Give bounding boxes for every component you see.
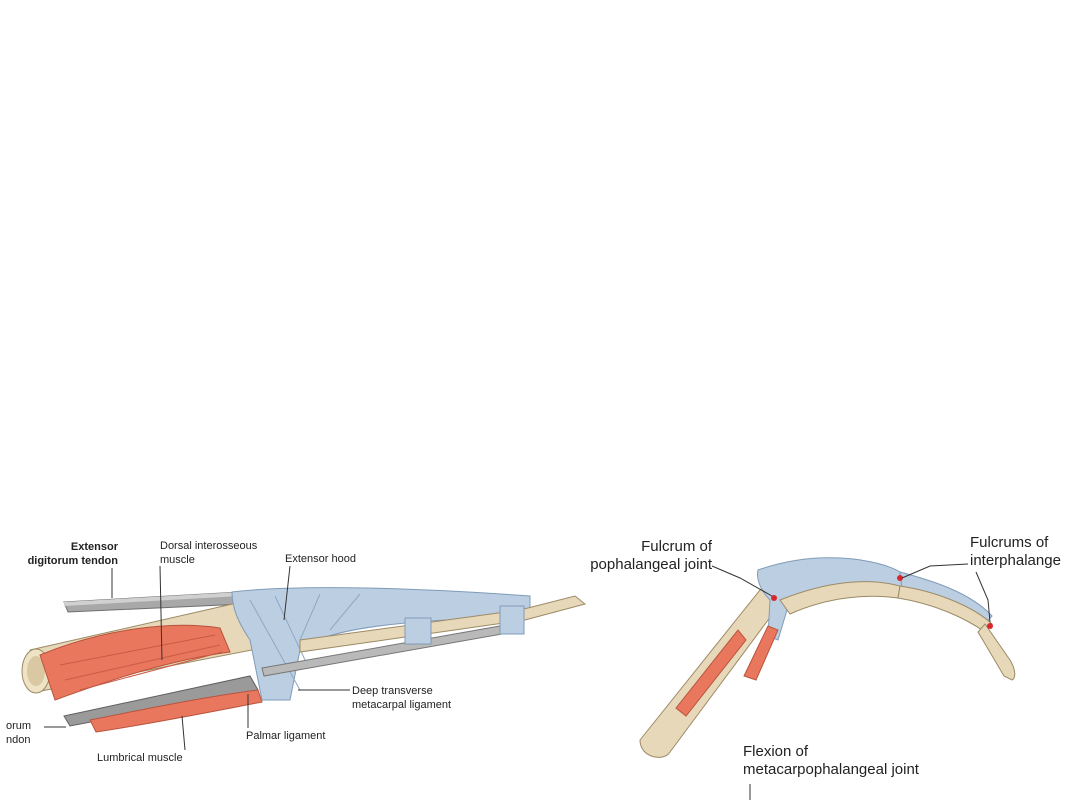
label-fulcrums-line1: Fulcrums of xyxy=(970,534,1049,551)
label-fulcrums-interphalangeal: Fulcrums of interphalange xyxy=(970,534,1078,570)
label-extensor-line1: Extensor xyxy=(70,541,118,553)
left-leader-lines xyxy=(44,565,350,751)
label-extensor-digitorum-tendon: Extensor digitorum tendon xyxy=(10,540,118,568)
right-leader-lines xyxy=(711,563,991,800)
fulcrum-point-pip xyxy=(897,575,903,581)
dorsal-interosseous-muscle-graphic xyxy=(39,624,231,701)
label-flexion-line2: metacarpophalangeal joint xyxy=(743,761,919,778)
label-flexion-mcp-joint: Flexion of metacarpophalangeal joint xyxy=(743,743,919,779)
label-deep-line1: Deep transverse xyxy=(352,685,433,697)
label-flexor-line1: orum xyxy=(6,720,32,732)
label-flexion-line1: Flexion of xyxy=(743,743,809,760)
annular-bands-graphic xyxy=(404,605,525,645)
flexor-tendon-graphic xyxy=(63,675,263,733)
flexed-finger-illustration xyxy=(639,557,1016,758)
label-palmar-ligament: Palmar ligament xyxy=(246,730,326,742)
label-deep-line2: metacarpal ligament xyxy=(352,699,452,711)
label-extensor-line2: digitorum tendon xyxy=(27,555,118,567)
label-extensor-hood: Extensor hood xyxy=(285,553,356,565)
label-deep-transverse-metacarpal-ligament: Deep transverse metacarpal ligament xyxy=(352,684,451,712)
label-fulcrum-mcp-joint: Fulcrum of pophalangeal joint xyxy=(586,538,712,574)
fulcrum-point-dip xyxy=(987,623,993,629)
label-lumbrical-muscle: Lumbrical muscle xyxy=(97,752,183,764)
label-fulcrums-line2: interphalange xyxy=(970,552,1061,569)
label-fulcrum-line2: pophalangeal joint xyxy=(590,556,712,573)
label-flexor-digitorum-tendon: orum ndon xyxy=(6,719,31,747)
label-flexor-line2: ndon xyxy=(6,734,31,746)
fulcrum-point-mcp xyxy=(771,595,777,601)
label-dorsal-interosseous: Dorsal interosseous muscle xyxy=(160,539,257,567)
label-dorsal-line1: Dorsal interosseous xyxy=(160,540,258,552)
label-fulcrum-line1: Fulcrum of xyxy=(641,538,712,555)
label-dorsal-line2: muscle xyxy=(160,554,195,566)
